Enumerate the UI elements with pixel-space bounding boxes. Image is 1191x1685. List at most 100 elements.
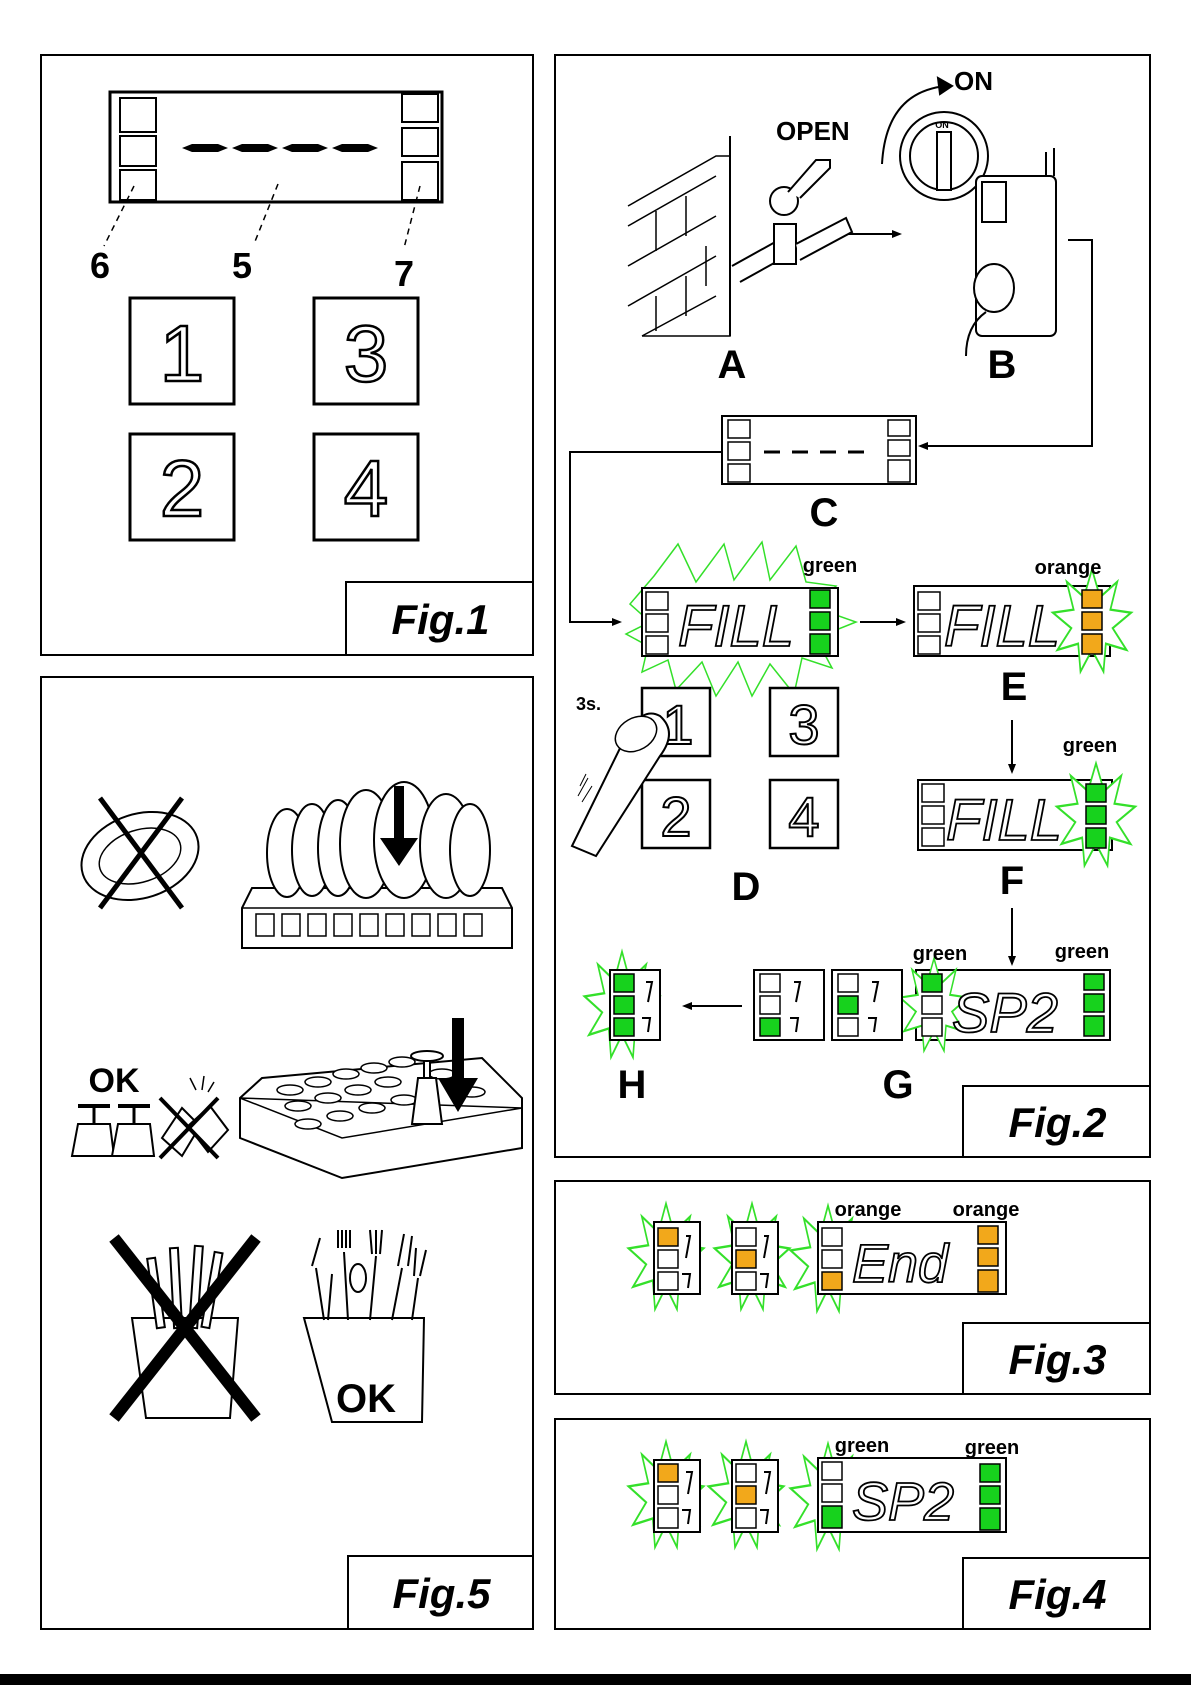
step-f-letter: F — [1000, 859, 1024, 903]
step-a-letter: A — [718, 343, 747, 387]
led-fig3-right-2 — [978, 1248, 998, 1266]
led-fig3-right-3 — [978, 1270, 998, 1292]
fig3-end-display: End — [791, 1206, 1006, 1312]
fig1-button-2[interactable]: 2 — [130, 434, 234, 540]
fig4-state-1 — [629, 1442, 704, 1548]
crossed-glass-icon — [160, 1076, 228, 1158]
fig4-left-color: green — [835, 1435, 889, 1457]
step-c-letter: C — [810, 491, 839, 535]
open-label: OPEN — [776, 116, 850, 146]
led-g-left-1 — [922, 974, 942, 992]
fig1-panel: 6 5 7 1 3 2 4 Fig.1 — [40, 54, 534, 656]
display-g-state-1 — [754, 970, 824, 1040]
fig5-drawing: OK — [42, 678, 536, 1632]
fig1-led-left-1 — [120, 98, 156, 132]
step-h-letter: H — [618, 1063, 647, 1107]
ok-cutlery-label: OK — [336, 1377, 396, 1421]
led-fig3-left-3 — [822, 1272, 842, 1290]
fig2-panel: OPEN A ON ON B — [554, 54, 1151, 1158]
fig4-label: Fig.4 — [962, 1557, 1151, 1630]
fig1-led-right-1 — [402, 94, 438, 122]
display-g-right-color: green — [1055, 941, 1109, 963]
led-g-right-2 — [1084, 994, 1104, 1012]
fig3-left-color: orange — [835, 1199, 902, 1221]
svg-text:FILL: FILL — [946, 788, 1062, 853]
led-fig4-right-3 — [980, 1508, 1000, 1530]
fig3-label: Fig.3 — [962, 1322, 1151, 1395]
power-switch-illustration — [882, 78, 1056, 356]
fig2-label: Fig.2 — [962, 1085, 1151, 1158]
fig2-drawing: OPEN A ON ON B — [556, 56, 1153, 1160]
step-d-letter: D — [732, 865, 761, 909]
svg-text:3: 3 — [788, 693, 819, 756]
fig4-state-2 — [709, 1442, 784, 1548]
led-fig4-right-1 — [980, 1464, 1000, 1482]
display-g-sp2: SP2 — [900, 958, 1110, 1050]
fig1-led-left-2 — [120, 136, 156, 166]
fig1-label: Fig.1 — [345, 581, 534, 656]
fig1-button-4[interactable]: 4 — [314, 434, 418, 540]
led-fig3-right-1 — [978, 1226, 998, 1244]
cutlery-holder-ok-icon: OK — [304, 1230, 426, 1422]
fig3-panel: End orange orange Fig.3 — [554, 1180, 1151, 1395]
display-g-state-2 — [832, 970, 902, 1040]
step-d-keypad: 1 3 2 4 — [572, 688, 838, 856]
d-button-3[interactable]: 3 — [770, 688, 838, 756]
d-button-2[interactable]: 2 — [642, 780, 710, 848]
fig1-led-right-2 — [402, 128, 438, 156]
svg-text:FILL: FILL — [678, 594, 794, 659]
step-g-letter: G — [882, 1063, 913, 1107]
led-d-3 — [810, 634, 830, 654]
fig5-panel: OK — [40, 676, 534, 1630]
svg-text:FILL: FILL — [944, 594, 1060, 659]
crossed-cutlery-holder-icon — [114, 1238, 256, 1418]
crossed-plate-icon — [70, 798, 210, 915]
led-f-3 — [1086, 828, 1106, 848]
fig3-state-1 — [629, 1204, 704, 1310]
callout-5: 5 — [232, 245, 252, 286]
display-d-color: green — [803, 555, 857, 577]
water-tap-illustration — [628, 136, 852, 336]
fig3-right-color: orange — [953, 1199, 1020, 1221]
fig1-button-3[interactable]: 3 — [314, 298, 418, 404]
led-d-1 — [810, 590, 830, 608]
display-f-color: green — [1063, 735, 1117, 757]
ok-glasses-label: OK — [89, 1062, 140, 1100]
led-f-1 — [1086, 784, 1106, 802]
svg-text:2: 2 — [160, 444, 205, 533]
svg-text:4: 4 — [788, 785, 819, 848]
fig4-panel: SP2 green green Fig.4 — [554, 1418, 1151, 1630]
fig1-drawing: 6 5 7 1 3 2 4 — [42, 56, 536, 658]
led-d-2 — [810, 612, 830, 630]
svg-text:1: 1 — [160, 309, 205, 398]
fig1-button-1[interactable]: 1 — [130, 298, 234, 404]
step-e-letter: E — [1001, 665, 1028, 709]
led-e-1 — [1082, 590, 1102, 608]
press-time-label: 3s. — [576, 694, 601, 714]
led-e-3 — [1082, 634, 1102, 654]
callout-6: 6 — [90, 245, 110, 286]
svg-text:2: 2 — [660, 785, 691, 848]
on-label: ON — [954, 66, 993, 96]
callout-7: 7 — [394, 253, 414, 294]
led-g-right-3 — [1084, 1016, 1104, 1036]
switch-on-mark: ON — [935, 120, 949, 130]
led-f-2 — [1086, 806, 1106, 824]
display-e-color: orange — [1035, 557, 1102, 579]
d-button-4[interactable]: 4 — [770, 780, 838, 848]
fig1-led-right-3 — [402, 162, 438, 200]
fig4-sp2-display: SP2 — [791, 1444, 1006, 1550]
fig3-state-2 — [715, 1204, 790, 1310]
upside-down-glass-icon — [72, 1106, 154, 1156]
fig5-label: Fig.5 — [347, 1555, 534, 1630]
fig4-right-color: green — [965, 1437, 1019, 1459]
display-c — [722, 416, 916, 484]
plate-rack-illustration — [242, 782, 512, 948]
display-f-fill: FILL — [918, 763, 1135, 865]
svg-text:End: End — [852, 1234, 950, 1294]
led-fig4-left-3 — [822, 1506, 842, 1528]
led-fig4-right-2 — [980, 1486, 1000, 1504]
page-bottom-bar — [0, 1674, 1191, 1685]
display-g-left-color: green — [913, 943, 967, 965]
led-g-right-1 — [1084, 974, 1104, 990]
